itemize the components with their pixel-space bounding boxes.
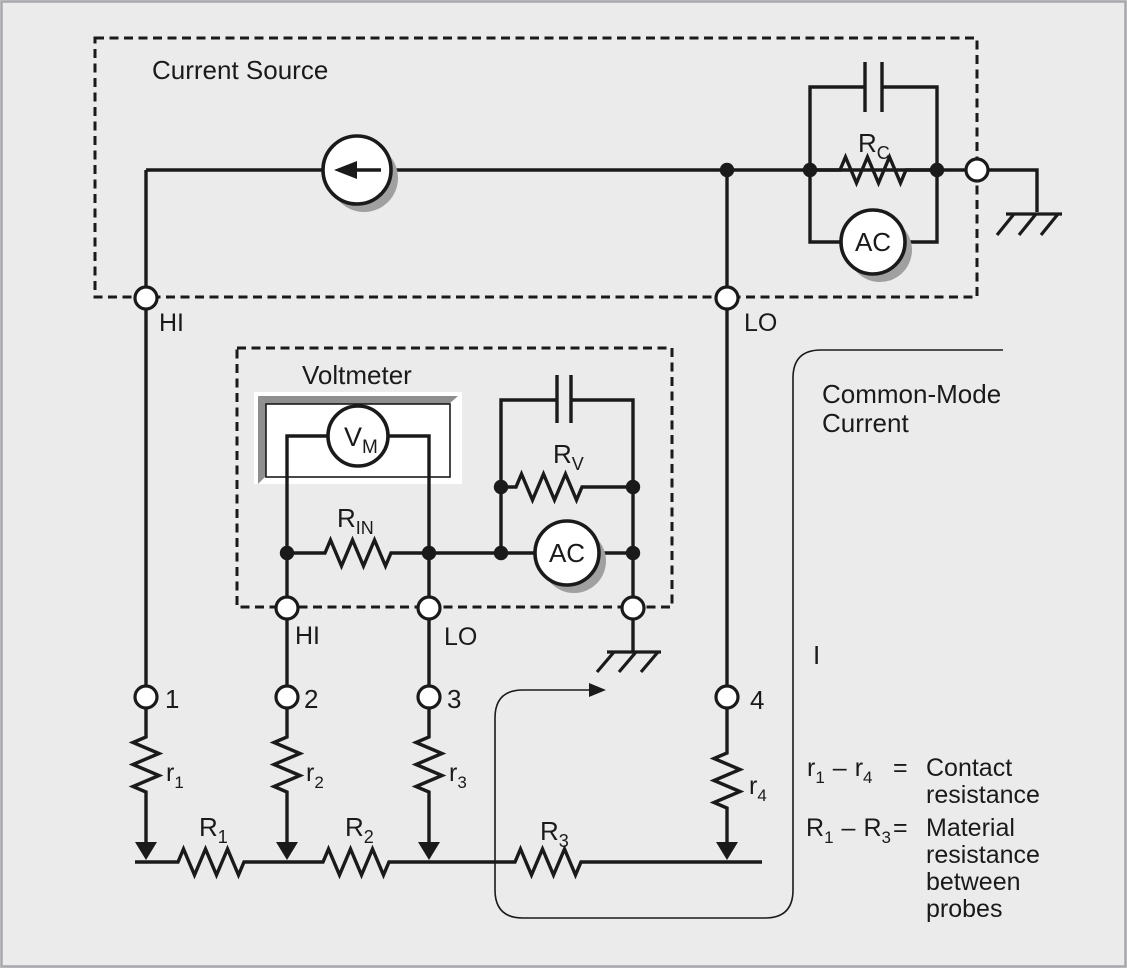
vm-hi-terminal	[274, 595, 300, 621]
voltmeter-wiring	[285, 375, 661, 674]
legend-row2-equals: =	[893, 814, 908, 842]
legend-row2-def4: probes	[926, 895, 1002, 923]
current-source-symbol	[321, 134, 393, 206]
rc-cap-left-rail	[808, 85, 865, 170]
probe-1-node	[133, 684, 159, 710]
R2-label: R2	[345, 812, 374, 847]
r3-contact-resistor	[411, 708, 447, 842]
r4-contact-resistor	[709, 708, 745, 842]
cs-lo-label: LO	[744, 309, 777, 337]
legend-row1-def2: resistance	[926, 781, 1040, 809]
rc-label: RC	[858, 128, 890, 163]
probe-3-number: 3	[447, 684, 461, 714]
cs-hi-label: HI	[159, 309, 184, 337]
current-arrow-icon	[418, 842, 440, 860]
ground-icon	[595, 650, 661, 674]
voltmeter-box	[235, 346, 674, 609]
cs-hi-terminal	[133, 285, 159, 311]
probe-4-number: 4	[750, 685, 764, 715]
current-source-box	[93, 36, 979, 299]
ac-label: AC	[855, 227, 891, 257]
probe-columns	[128, 309, 745, 860]
r1-label: r1	[166, 759, 184, 792]
legend-row2-term: R1–R3	[806, 814, 891, 847]
terminals	[133, 157, 990, 710]
probe-2-number: 2	[304, 684, 318, 714]
cs-ground-terminal	[964, 157, 990, 183]
common-mode-current-symbol: I	[813, 640, 820, 670]
voltmeter-title: Voltmeter	[302, 360, 412, 390]
current-arrow-icon	[276, 842, 298, 860]
common-mode-label-line2: Current	[822, 408, 909, 438]
current-arrow-icon	[716, 842, 738, 860]
current-source-wiring	[144, 62, 1062, 287]
r2-label: r2	[306, 759, 324, 792]
ac-branch-right	[905, 170, 939, 244]
ground-lead	[988, 168, 1039, 212]
rin-label: RIN	[337, 503, 374, 538]
rin-resistor	[287, 535, 429, 571]
r1-contact-resistor	[128, 708, 164, 842]
common-mode-loop	[494, 349, 1003, 919]
rc-cap-right-rail	[882, 85, 939, 170]
vm-meter-circle	[326, 404, 390, 468]
rc-resistor	[810, 152, 937, 188]
current-source-title: Current Source	[152, 55, 328, 85]
legend-row1-term: r1–r4	[807, 754, 873, 787]
ac-label: AC	[549, 538, 585, 568]
vm-lo-terminal	[416, 595, 442, 621]
legend: r1–r4 = Contact resistance R1–R3 = Mater…	[806, 754, 1040, 923]
legend-row2-def3: between	[926, 868, 1021, 896]
legend-row2-def1: Material	[926, 814, 1015, 842]
r4-label: r4	[749, 772, 767, 805]
legend-row1-def1: Contact	[926, 754, 1012, 782]
ac-source-circle	[533, 519, 601, 587]
cs-lo-terminal	[714, 285, 740, 311]
probe-3-node	[416, 684, 442, 710]
R1-label: R1	[199, 812, 228, 847]
sample-surface-line	[135, 844, 762, 880]
rv-label: RV	[553, 439, 584, 474]
legend-row1-equals: =	[893, 754, 908, 782]
legend-row2-def2: resistance	[926, 841, 1040, 869]
junction-dots	[279, 162, 945, 561]
rv-resistor	[501, 469, 633, 505]
vm-label: VM	[344, 422, 378, 458]
ground-icon	[995, 212, 1062, 237]
vm-lo-label: LO	[444, 623, 477, 651]
common-mode-label-line1: Common-Mode	[822, 379, 1001, 409]
ac-branch-left	[808, 170, 841, 244]
vm-hi-label: HI	[295, 622, 320, 650]
vm-ground-terminal	[620, 595, 646, 621]
ac-source-circle	[839, 208, 907, 276]
current-arrow-icon	[135, 842, 157, 860]
probe-1-number: 1	[165, 684, 179, 714]
R3-label: R3	[540, 816, 569, 851]
r2-contact-resistor	[269, 708, 305, 842]
common-mode-arrow-icon	[589, 683, 606, 697]
rv-cap-left-rail	[499, 398, 557, 553]
current-direction-arrow-icon	[334, 161, 357, 179]
r3-label: r3	[449, 759, 467, 792]
probe-2-node	[274, 684, 300, 710]
rv-cap-right-rail	[571, 398, 635, 597]
probe-4-node	[714, 684, 740, 710]
